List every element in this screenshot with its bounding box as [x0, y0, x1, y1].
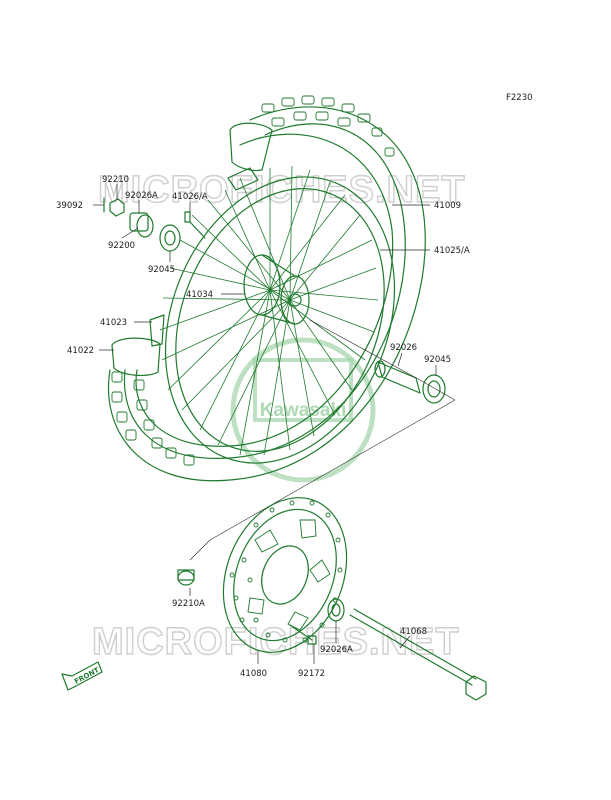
label-92210A: 92210A [172, 599, 205, 609]
watermark-top: MICROFICHES.NET [98, 169, 466, 211]
label-92026A-top: 92026A [125, 191, 158, 201]
collar-92026 [374, 360, 421, 394]
collar-92026A-top [129, 212, 149, 232]
label-41009: 41009 [434, 201, 461, 211]
label-92045-left: 92045 [148, 265, 175, 275]
rim-band-41023 [149, 314, 165, 347]
front-arrow-icon: FRONT [61, 661, 103, 691]
label-92172: 92172 [298, 669, 325, 679]
hub-41034 [243, 254, 310, 325]
kawasaki-logo: Kawasaki [230, 337, 376, 483]
logo-text: Kawasaki [260, 400, 347, 421]
label-41026A: 41026/A [172, 192, 208, 202]
front-label: FRONT [73, 666, 101, 686]
label-92045-right: 92045 [424, 355, 451, 365]
label-39092: 39092 [56, 201, 83, 211]
collar-92210A [177, 569, 195, 586]
nipple-41026A [184, 211, 206, 239]
bolt-92172 [289, 624, 317, 645]
label-92026A-bottom: 92026A [320, 645, 353, 655]
bearing-92045-right [422, 374, 446, 404]
label-41022: 41022 [67, 346, 94, 356]
tire-41009 [108, 95, 426, 482]
label-41068: 41068 [400, 627, 427, 637]
label-92026: 92026 [390, 343, 417, 353]
spokes-41026 [159, 165, 379, 456]
bearing-92045-left [159, 224, 181, 252]
brake-disc-41080 [222, 497, 348, 653]
axle-41068 [349, 608, 487, 701]
figure-code: F2230 [506, 93, 533, 103]
label-41025A: 41025/A [434, 246, 470, 256]
assembly-guide-lines [189, 319, 456, 561]
label-41023: 41023 [100, 318, 127, 328]
label-92210: 92210 [102, 175, 129, 185]
label-41034: 41034 [186, 290, 213, 300]
label-41080: 41080 [240, 669, 267, 679]
label-92200: 92200 [108, 241, 135, 251]
washer-92200 [136, 214, 154, 238]
leader-lines [93, 184, 437, 664]
tube-41022 [111, 122, 273, 377]
